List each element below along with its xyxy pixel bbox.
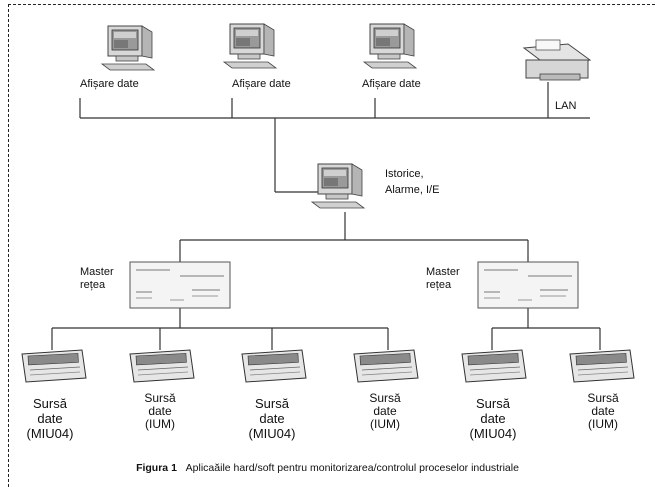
printer-icon <box>522 39 592 81</box>
display-pc-1 <box>101 25 155 71</box>
source-device-4 <box>353 349 419 383</box>
source-label-4: Sursă date (IUM) <box>369 391 401 431</box>
source-label-1: Sursă date (MIU04) <box>26 396 74 441</box>
source-label-2: Sursă date (IUM) <box>144 391 176 431</box>
source-label-6: Sursă date (IUM) <box>587 391 619 431</box>
server-label-line2: Alarme, I/E <box>385 184 440 196</box>
figure-caption: Figura 1 Aplicaăile hard/soft pentru mon… <box>0 462 655 474</box>
display-pc-3 <box>363 23 417 69</box>
caption-text: Aplicaăile hard/soft pentru monitorizare… <box>185 462 519 474</box>
source-device-2 <box>129 349 195 383</box>
display-pc-2 <box>223 23 277 69</box>
server-label-line1: Istorice, <box>385 168 424 180</box>
source-device-5 <box>461 349 527 383</box>
display-label-1: Afișare date <box>80 78 139 90</box>
server-pc <box>311 163 365 209</box>
master-right-label: Master rețea <box>426 266 460 291</box>
frame-left-border <box>8 4 9 487</box>
source-device-3 <box>241 349 307 383</box>
caption-prefix: Figura 1 <box>136 462 177 474</box>
master-box-left <box>129 261 231 309</box>
master-left-label: Master rețea <box>80 266 114 291</box>
master-box-right <box>477 261 579 309</box>
lan-label: LAN <box>555 100 577 112</box>
source-device-1 <box>21 349 87 383</box>
display-label-2: Afișare date <box>232 78 291 90</box>
source-device-6 <box>569 349 635 383</box>
source-label-3: Sursă date (MIU04) <box>248 396 296 441</box>
source-label-5: Sursă date (MIU04) <box>469 396 517 441</box>
display-label-3: Afișare date <box>362 78 421 90</box>
frame-top-border <box>8 4 655 5</box>
